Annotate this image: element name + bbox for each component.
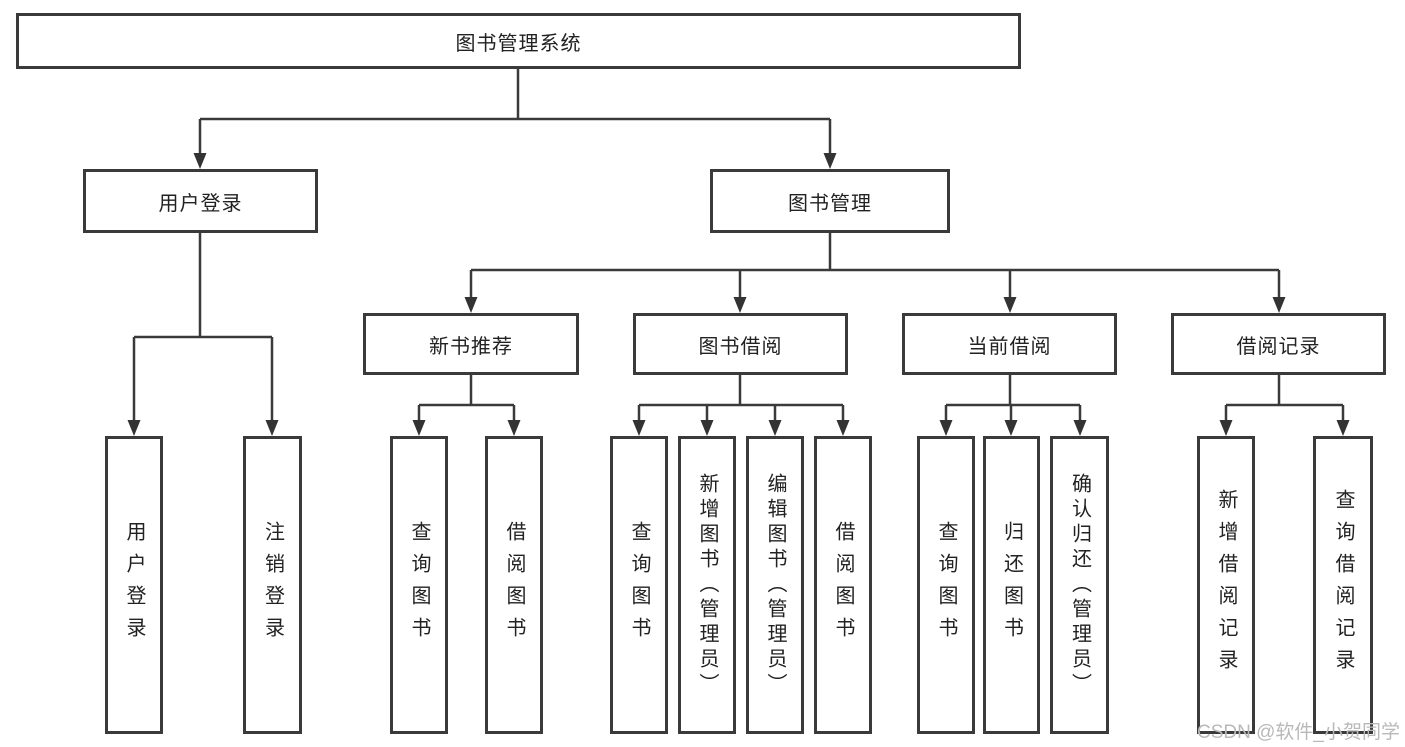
node-label: 查询借阅记录 [1332, 489, 1354, 681]
node-label: 新书推荐 [429, 335, 513, 358]
node-label: 图书管理系统 [455, 32, 582, 55]
connector-current-to-leaves [944, 375, 1082, 420]
node-book-management: 图书管理 [710, 169, 950, 233]
node-leaf-query-books: 查询图书 [917, 436, 975, 734]
arrowhead-leaf-bor-add [700, 420, 714, 436]
node-label: 图书借阅 [698, 335, 783, 358]
node-label: 借阅记录 [1236, 335, 1321, 358]
connector-records-to-leaves [1224, 375, 1345, 420]
node-leaf-query-books: 查询图书 [390, 436, 448, 734]
node-leaf-borrow-books: 借阅图书 [485, 436, 543, 734]
arrowhead-borrowing [733, 297, 747, 313]
node-label: 归还图书 [1000, 521, 1023, 649]
connector-borrowing-to-leaves [637, 375, 845, 420]
node-user-login: 用户登录 [83, 169, 318, 233]
node-label: 确认归还（管理员） [1068, 472, 1091, 698]
node-library-management-system: 图书管理系统 [16, 13, 1021, 69]
connector-recommend-to-leaves [417, 375, 516, 420]
node-leaf-user-login: 用户登录 [105, 436, 163, 734]
connector-userlogin-to-leaves [132, 233, 274, 420]
connector-root-to-level2 [198, 69, 832, 153]
arrowhead-recommend [464, 297, 478, 313]
node-label: 注销登录 [261, 521, 284, 649]
node-label: 新增图书（管理员） [696, 472, 718, 698]
connector-bookmgmt-to-level3 [469, 233, 1281, 297]
node-label: 当前借阅 [967, 335, 1052, 358]
arrowhead-leaf-cur-confirm [1073, 420, 1087, 436]
arrowhead-book-mgmt [823, 153, 837, 169]
node-leaf-query-books: 查询图书 [610, 436, 668, 734]
arrowhead-leaf-cur-return [1004, 420, 1018, 436]
arrowhead-leaf-login [127, 420, 141, 436]
node-leaf-add-books-admin: 新增图书（管理员） [678, 436, 736, 734]
arrowhead-leaf-cur-query [939, 420, 953, 436]
node-label: 图书管理 [788, 192, 872, 215]
node-label: 用户登录 [158, 192, 243, 215]
node-new-book-recommendation: 新书推荐 [363, 313, 579, 375]
node-current-borrowing: 当前借阅 [902, 313, 1117, 375]
arrowhead-leaf-logout [265, 420, 279, 436]
arrowhead-leaf-bor-query [632, 420, 646, 436]
node-label: 编辑图书（管理员） [764, 472, 786, 698]
csdn-watermark: CSDN @软件_小贺同学 [1197, 722, 1400, 743]
node-leaf-logout: 注销登录 [243, 436, 302, 734]
node-label: 用户登录 [123, 521, 145, 649]
arrowhead-leaf-recadd [1219, 420, 1233, 436]
arrowhead-leaf-recquery [1336, 420, 1350, 436]
node-label: 借阅图书 [832, 521, 854, 649]
arrowhead-leaf-rec-query [412, 420, 426, 436]
arrowhead-leaf-rec-borrow [507, 420, 521, 436]
arrowhead-current [1003, 297, 1017, 313]
node-leaf-add-borrow-record: 新增借阅记录 [1197, 436, 1255, 734]
node-label: 查询图书 [628, 521, 650, 649]
node-leaf-confirm-return-admin: 确认归还（管理员） [1050, 436, 1109, 734]
node-leaf-edit-books-admin: 编辑图书（管理员） [746, 436, 804, 734]
node-label: 查询图书 [408, 521, 430, 649]
arrowhead-leaf-bor-edit [768, 420, 782, 436]
node-leaf-query-borrow-record: 查询借阅记录 [1313, 436, 1373, 734]
arrowhead-records [1272, 297, 1286, 313]
arrowhead-user-login [193, 153, 207, 169]
node-leaf-return-books: 归还图书 [983, 436, 1040, 734]
node-label: 查询图书 [935, 521, 957, 649]
node-label: 新增借阅记录 [1215, 489, 1237, 681]
arrowhead-leaf-bor-borrow [836, 420, 850, 436]
node-label: 借阅图书 [503, 521, 525, 649]
node-borrowing-records: 借阅记录 [1171, 313, 1386, 375]
node-book-borrowing: 图书借阅 [633, 313, 848, 375]
node-leaf-borrow-books: 借阅图书 [814, 436, 872, 734]
